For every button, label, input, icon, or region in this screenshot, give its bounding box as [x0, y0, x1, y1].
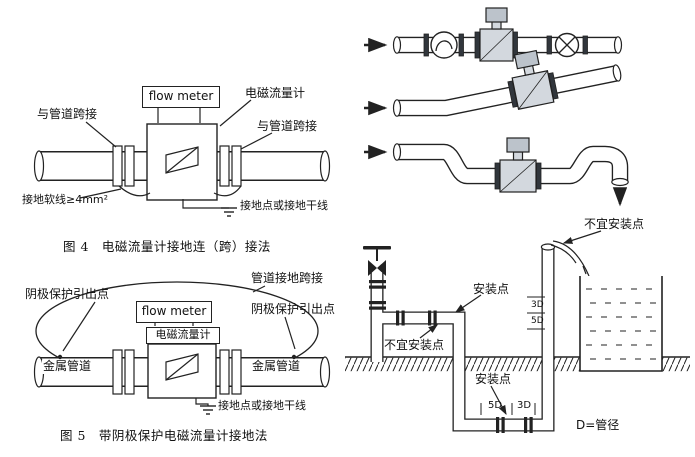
fig4-ground-wire-label: 接地软线≥4mm²: [22, 193, 109, 206]
leader-line: [284, 316, 296, 350]
flange: [231, 349, 242, 395]
dimension-ticks: [480, 403, 536, 415]
diameter-note-label: D=管径: [576, 418, 620, 432]
bridge-jumper-wire: [118, 185, 151, 197]
pipe-end: [613, 36, 623, 54]
dim-3d-label: 3D: [517, 400, 532, 411]
fig5-meter-label-box: 电磁流量计: [146, 327, 220, 344]
pipe-end: [612, 64, 622, 82]
fig4-meter-label: 电磁流量计: [245, 86, 306, 100]
label-leader-arrows: [419, 230, 602, 416]
flow-symbol-icon: [165, 353, 199, 381]
pipe-end: [319, 356, 331, 388]
pipe-end: [319, 150, 331, 182]
flow-meter-body: [146, 123, 218, 201]
install-unsuitable-mid-label: 不宜安装点: [384, 338, 445, 352]
dipped-pipeline-diagram: [364, 137, 629, 207]
pump-icon: [423, 31, 464, 59]
leader-line: [252, 285, 266, 293]
fig5-cathode-right-label: 阴极保护引出点: [251, 302, 336, 316]
install-unsuitable-top-label: 不宜安装点: [584, 217, 645, 231]
install-point-upper-label: 安装点: [473, 282, 510, 296]
pipe-end: [392, 36, 402, 54]
water-dashes: [586, 288, 656, 360]
flowmeter-icon: [507, 49, 559, 110]
fig5-metal-pipe-left-label: 金属管道: [42, 359, 93, 374]
fig5-caption: 图 5 带阴极保护电磁流量计接地法: [60, 428, 268, 443]
fig5-cathode-left-label: 阴极保护引出点: [25, 287, 110, 301]
fig5-ground-point-label: 接地点或接地干线: [218, 399, 306, 412]
dim-5d-label: 5D: [488, 400, 503, 411]
pipe-inner: [396, 145, 627, 183]
dim-3d-riser-label: 3D: [531, 300, 544, 310]
riser-dimension-ticks: [527, 296, 545, 330]
flange: [219, 349, 230, 395]
leader-line: [240, 132, 273, 150]
gate-valve-icon: [363, 246, 391, 276]
flowmeter-icon: [474, 7, 518, 62]
flow-meter-body: [147, 343, 217, 399]
ground-symbol-icon: [200, 405, 216, 415]
inclined-pipeline-diagram: [364, 49, 622, 117]
install-point-lower-label: 安装点: [475, 372, 512, 386]
cathode-lead-point: [291, 354, 297, 360]
leader-line: [85, 121, 117, 148]
flange: [231, 145, 242, 187]
pipe-end: [33, 150, 45, 182]
cathode-lead-point: [57, 354, 63, 360]
leader-line: [219, 99, 252, 127]
fig4-bridge-right-label: 与管道跨接: [257, 119, 318, 133]
flange: [219, 145, 230, 187]
flange: [124, 349, 135, 395]
pipe-end: [392, 99, 402, 117]
fig4-bridge-left-label: 与管道跨接: [37, 107, 98, 121]
dim-5d-riser-label: 5D: [531, 316, 544, 326]
flow-symbol-icon: [165, 146, 199, 174]
fig5-metal-pipe-right-label: 金属管道: [251, 359, 302, 374]
pipe-inner: [396, 66, 620, 115]
fig4-caption: 图 4 电磁流量计接地连（跨）接法: [63, 239, 271, 254]
fig4-ground-point-label: 接地点或接地干线: [240, 199, 328, 212]
water-tank: [579, 276, 663, 372]
fig4-flow-meter-box: flow meter: [142, 86, 220, 108]
water-stream: [550, 240, 590, 277]
leader-line: [62, 301, 96, 352]
bridge-jumper-wire: [213, 185, 242, 197]
pipe-end: [392, 143, 402, 161]
flange: [124, 145, 135, 187]
fig5-flow-meter-box: flow meter: [136, 301, 212, 323]
straight-pipeline-diagram: [364, 7, 623, 62]
fig4-diagram: [33, 99, 331, 217]
ground-wire: [195, 398, 209, 406]
leader-line: [79, 188, 122, 199]
flange-set: [369, 280, 533, 433]
flange: [112, 145, 123, 187]
tank-walls: [579, 276, 663, 372]
valve-icon: [546, 32, 588, 58]
flowmeter-icon: [494, 137, 542, 193]
fig5-pipe-bridge-label: 管道接地跨接: [251, 271, 324, 285]
pipe-outlet: [611, 177, 629, 187]
pipe-run-inner: [371, 247, 554, 431]
ground-symbol-icon: [221, 207, 237, 217]
ground-wire: [182, 199, 229, 209]
installation-scene: [345, 230, 690, 433]
flange: [112, 349, 123, 395]
